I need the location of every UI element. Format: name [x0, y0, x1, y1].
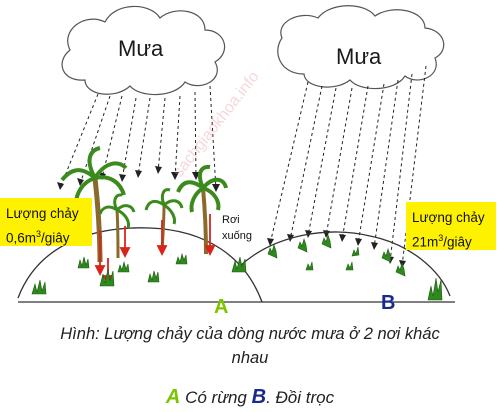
- palm-tree: [176, 164, 228, 255]
- legend-a-letter: A: [165, 386, 181, 408]
- infiltration-arrows: [94, 214, 216, 287]
- rain-arrowheads-right: [267, 230, 406, 268]
- hill-b: [239, 231, 451, 297]
- rain-arrows-left: [59, 85, 217, 191]
- flow-right-exp: 3: [438, 233, 444, 243]
- flow-left-value: 0,6m: [6, 230, 37, 246]
- palm-tree: [144, 188, 184, 253]
- cloud-left: [61, 5, 226, 96]
- flow-box-right: Lượng chảy 21m3/giây: [406, 202, 496, 250]
- rain-arrowheads-left: [57, 166, 220, 192]
- caption-line2: nhau: [231, 349, 269, 367]
- flow-right-value: 21m: [412, 234, 439, 250]
- fall-label-line1: Rơi: [222, 214, 240, 226]
- flow-right-line1: Lượng chảy: [412, 210, 485, 225]
- fall-label: Rơi xuống: [222, 212, 252, 244]
- flow-right-unit: /giây: [443, 234, 472, 250]
- grass-tufts: [31, 233, 443, 301]
- hill-b-letter: B: [381, 292, 396, 314]
- legend-a-text: Có rừng: [180, 388, 252, 407]
- cloud-left-label: Mưa: [118, 36, 164, 61]
- rain-arrows-right: [269, 65, 427, 267]
- legend: A Có rừng B. Đồi trọc: [0, 386, 500, 409]
- flow-left-unit: /giây: [41, 230, 70, 246]
- legend-b-text: . Đồi trọc: [266, 388, 335, 407]
- hill-a-letter: A: [214, 296, 229, 318]
- palm-tree: [98, 193, 136, 259]
- flow-box-left: Lượng chảy 0,6m3/giây: [0, 198, 92, 246]
- caption-line1: Hình: Lượng chảy của dòng nước mưa ở 2 n…: [60, 325, 440, 343]
- legend-b-letter: B: [251, 386, 267, 408]
- cloud-right-label: Mưa: [336, 44, 382, 69]
- flow-left-line2: 0,6m3/giây: [6, 224, 86, 249]
- flow-left-exp: 3: [36, 229, 42, 239]
- flow-right-line2: 21m3/giây: [412, 228, 490, 253]
- fall-label-line2: xuống: [222, 230, 252, 242]
- flow-left-line1: Lượng chảy: [6, 206, 79, 221]
- cloud-right: [277, 5, 445, 90]
